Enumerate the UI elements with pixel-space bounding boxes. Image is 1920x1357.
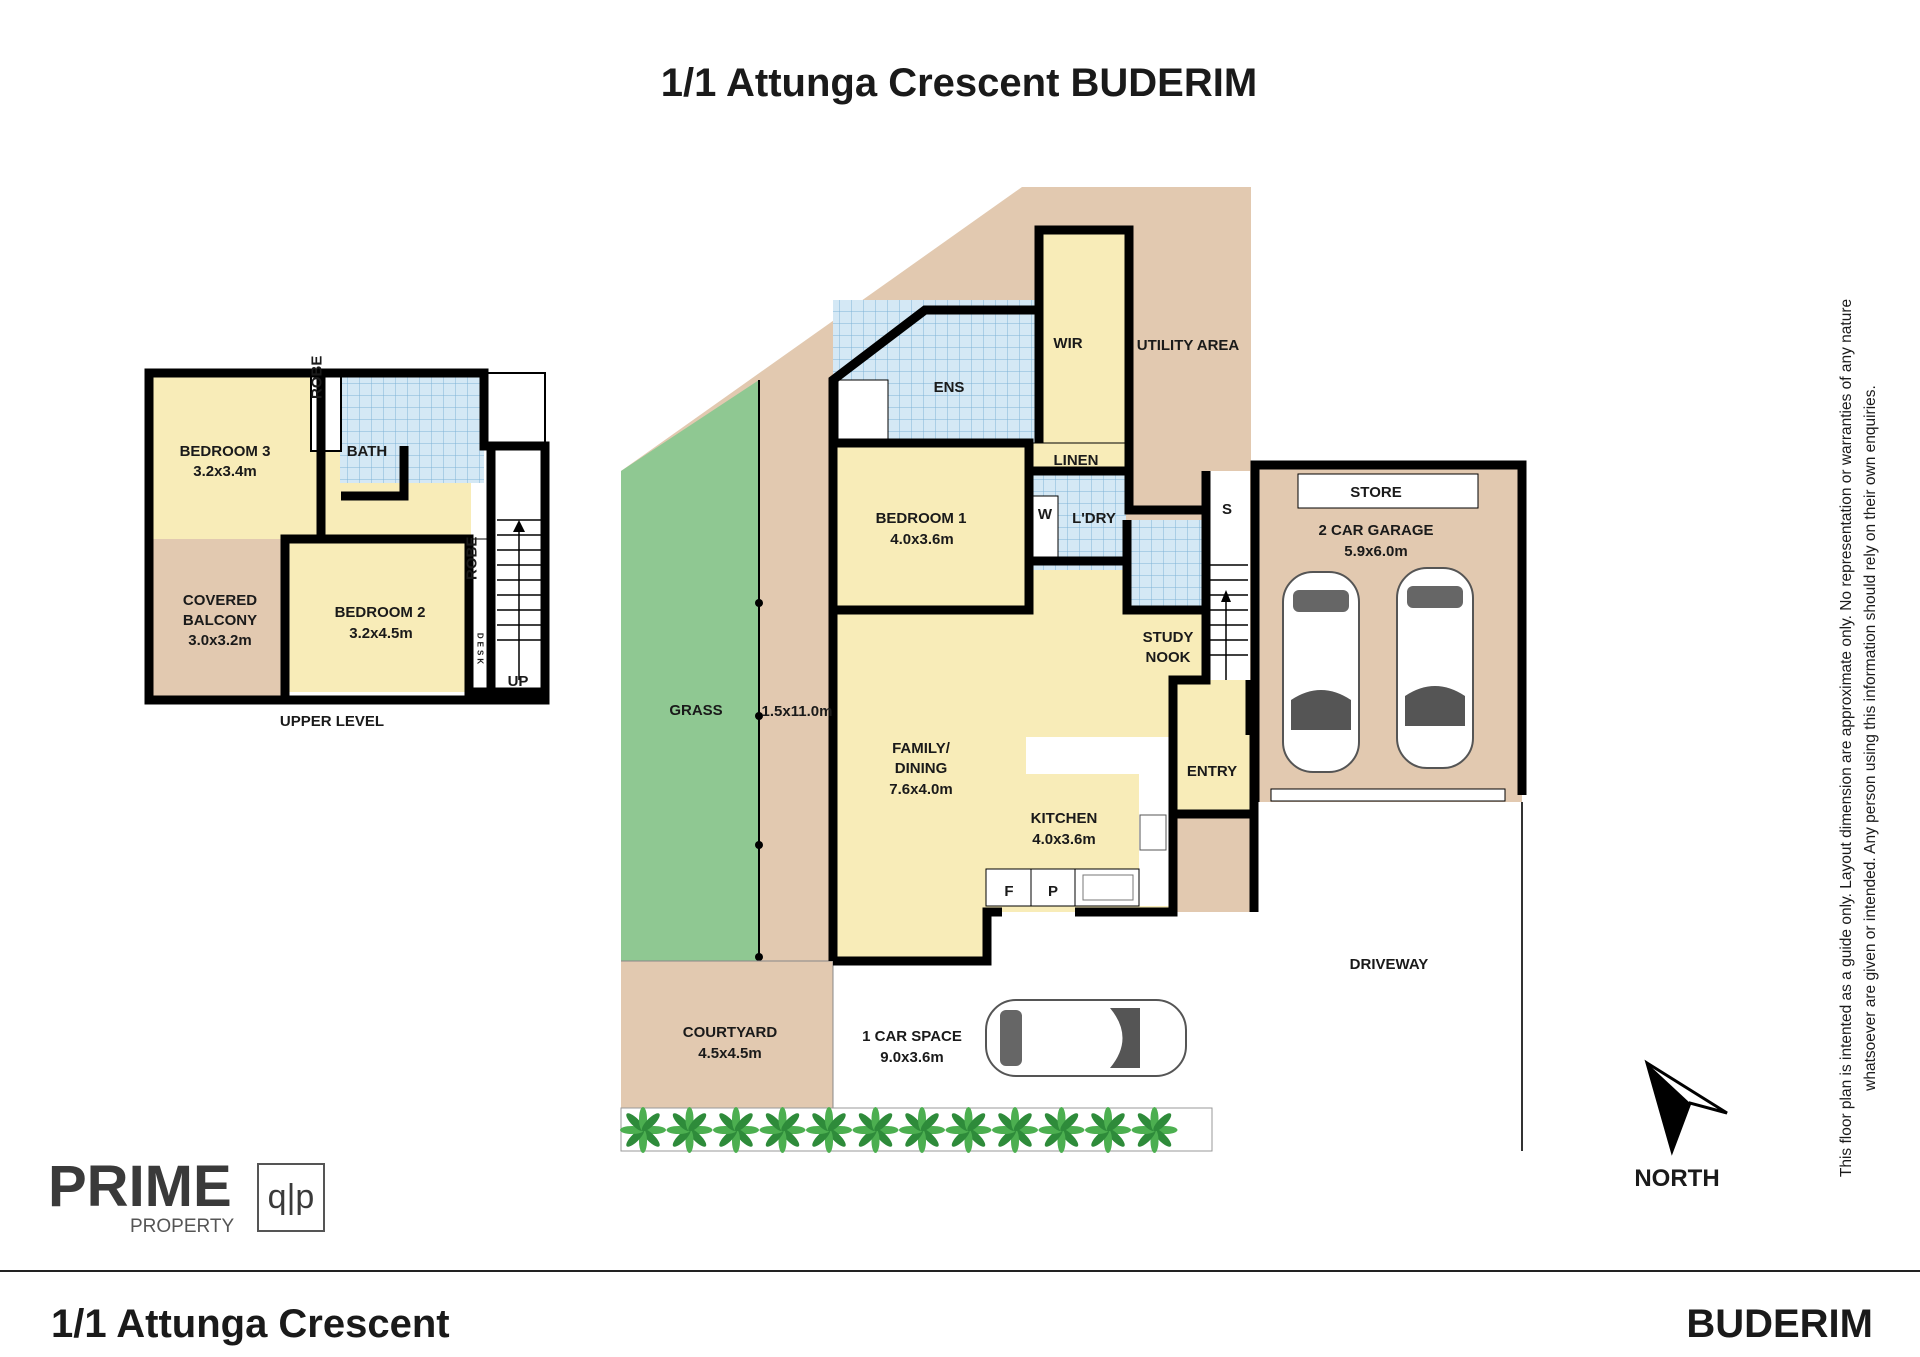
family-label-2: DINING	[895, 760, 948, 777]
wc	[1127, 520, 1206, 606]
study-label-1: STUDY	[1143, 629, 1194, 646]
bath-label: BATH	[347, 443, 388, 460]
stair-arrow-icon	[1221, 590, 1231, 602]
grass-area	[621, 380, 759, 961]
palm-plant-icon	[806, 1107, 852, 1153]
kitchen-size: 4.0x3.6m	[1032, 831, 1095, 848]
store-label: STORE	[1350, 484, 1401, 501]
balcony-label-2: BALCONY	[183, 612, 257, 629]
bedroom-2	[285, 539, 469, 692]
up-label: UP	[508, 673, 529, 690]
balcony-size: 3.0x3.2m	[188, 632, 251, 649]
palm-plant-icon	[1038, 1107, 1085, 1153]
north-label: NORTH	[1634, 1165, 1719, 1192]
car-icon	[1396, 567, 1474, 769]
family-size: 7.6x4.0m	[889, 781, 952, 798]
porch	[1178, 814, 1254, 912]
bathroom	[340, 373, 484, 483]
logo-name: PRIME	[48, 1154, 232, 1219]
entry	[1173, 735, 1250, 814]
palm-plant-icon	[1085, 1107, 1131, 1153]
study-label-2: NOOK	[1146, 649, 1191, 666]
pantry-label: P	[1048, 883, 1058, 900]
w-cupboard	[1031, 495, 1059, 561]
driveway-label: DRIVEWAY	[1350, 956, 1429, 973]
garage-label: 2 CAR GARAGE	[1318, 522, 1433, 539]
garage-size: 5.9x6.0m	[1344, 543, 1407, 560]
upper-level-label: UPPER LEVEL	[280, 713, 384, 730]
kitchen-label: KITCHEN	[1031, 810, 1098, 827]
robe-1	[310, 372, 342, 452]
w-label: W	[1038, 506, 1053, 523]
plan-title: 1/1 Attunga Crescent BUDERIM	[661, 61, 1257, 105]
bedroom3-label: BEDROOM 3	[180, 443, 271, 460]
stair-up-arrow-icon	[513, 520, 525, 532]
north-arrow-icon	[1644, 1059, 1728, 1156]
palm-plant-icon	[1131, 1107, 1178, 1153]
bedroom2-size: 3.2x4.5m	[349, 625, 412, 642]
garage-door[interactable]	[1270, 788, 1506, 802]
family-label-1: FAMILY/	[892, 740, 951, 757]
sink-icon	[1082, 874, 1134, 901]
balcony-label-1: COVERED	[183, 592, 257, 609]
palm-plant-icon	[992, 1107, 1038, 1153]
covered-balcony	[149, 539, 285, 700]
courtyard-size: 4.5x4.5m	[698, 1045, 761, 1062]
upper-level: BEDROOM 3 3.2x3.4m ROBE BATH COVERED BAL…	[144, 356, 550, 730]
bedroom2-label: BEDROOM 2	[335, 604, 426, 621]
utility-label: UTILITY AREA	[1137, 337, 1240, 354]
car-space-size: 9.0x3.6m	[880, 1049, 943, 1066]
cooktop-icon	[1139, 814, 1167, 851]
courtyard-label: COURTYARD	[683, 1024, 778, 1041]
footer-suburb: BUDERIM	[1686, 1302, 1873, 1346]
footer-address: 1/1 Attunga Crescent	[51, 1302, 450, 1346]
palm-plant-icon	[852, 1107, 899, 1153]
wir-label: WIR	[1053, 335, 1082, 352]
entry-label: ENTRY	[1187, 763, 1237, 780]
ground-stairs	[1206, 471, 1250, 680]
car-space-label: 1 CAR SPACE	[862, 1028, 962, 1045]
disclaimer-line-1: This floor plan is intented as a guide o…	[1838, 299, 1855, 1177]
shower	[837, 379, 889, 444]
bedroom1-size: 4.0x3.6m	[890, 531, 953, 548]
palm-plant-icon	[713, 1107, 759, 1153]
disclaimer-line-2: whatsoever are given or intended. Any pe…	[1862, 385, 1879, 1092]
robe1-label: ROBE	[308, 356, 325, 399]
linen-label: LINEN	[1054, 452, 1099, 469]
robe2-label: ROBE	[463, 537, 480, 580]
ens-label: ENS	[934, 379, 965, 396]
prime-property-logo: PRIME PROPERTY q|p	[48, 1154, 325, 1237]
palm-plant-icon	[666, 1107, 713, 1153]
palm-plant-icon	[945, 1107, 992, 1153]
bedroom-3	[149, 373, 321, 539]
s-label: S	[1222, 501, 1232, 518]
logo-sub: PROPERTY	[130, 1216, 235, 1237]
grass-label: GRASS	[669, 702, 722, 719]
side-strip-size: 1.5x11.0m	[762, 703, 833, 720]
palm-plant-icon	[759, 1107, 806, 1153]
laundry-label: L'DRY	[1072, 510, 1116, 527]
palm-plant-icon	[620, 1107, 666, 1153]
walk-in-robe	[1039, 230, 1129, 443]
bedroom3-size: 3.2x3.4m	[193, 463, 256, 480]
bedroom1-label: BEDROOM 1	[876, 510, 967, 527]
car-icon	[985, 999, 1187, 1077]
kitchen-counter	[1026, 737, 1139, 774]
desk-label: DESK	[476, 633, 485, 667]
logo-mark: q|p	[268, 1178, 315, 1216]
ground-level: ENS WIR UTILITY AREA LINEN W L'DRY BEDRO…	[620, 187, 1527, 1153]
store	[1297, 473, 1479, 509]
car-icon	[1282, 571, 1360, 773]
palm-plant-icon	[899, 1107, 945, 1153]
bedroom-1	[833, 443, 1029, 610]
fridge-label: F	[1004, 883, 1013, 900]
